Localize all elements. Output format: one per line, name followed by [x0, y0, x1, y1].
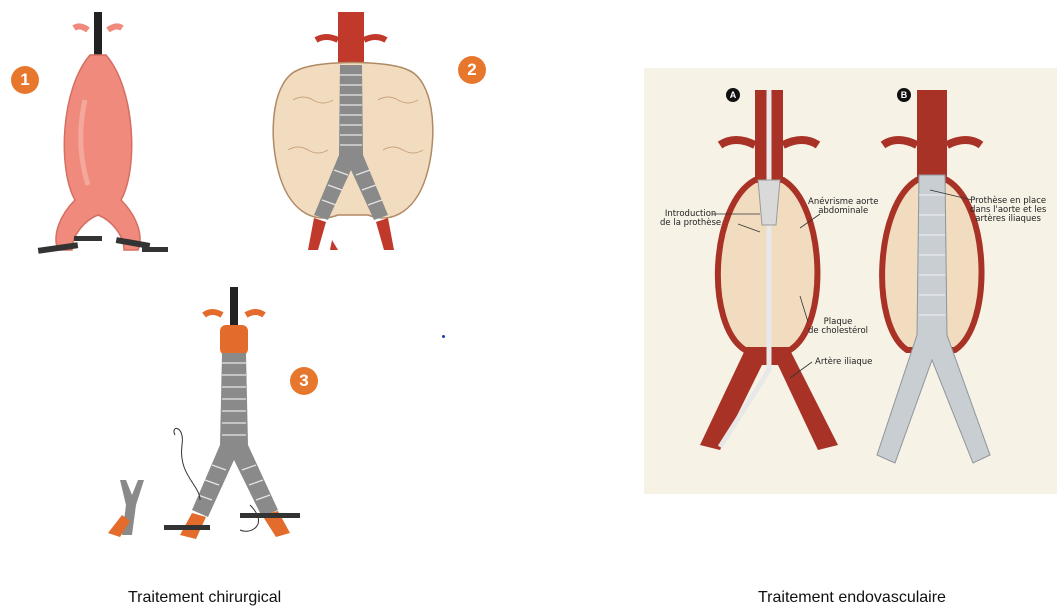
- caption-endovascular: Traitement endovasculaire: [758, 589, 946, 607]
- caption-surgical: Traitement chirurgical: [128, 589, 281, 607]
